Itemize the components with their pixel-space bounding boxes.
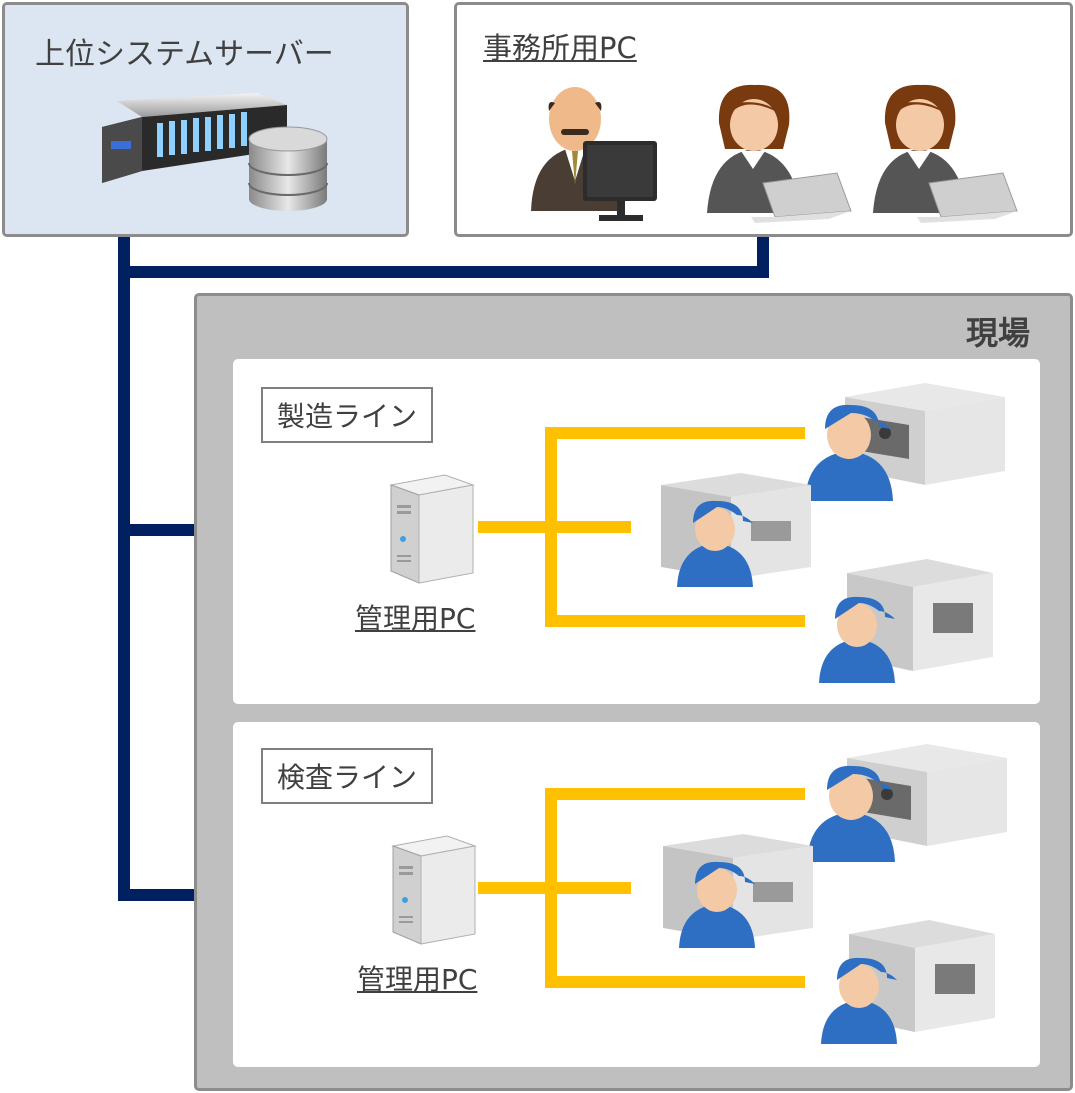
management-pc-icon [391, 835, 477, 945]
worker-booth-machine-icon [807, 744, 1007, 862]
female-staff-laptop-icon [873, 84, 1018, 223]
line2-pc-label: 管理用PC [357, 963, 478, 996]
database-icon [248, 126, 328, 211]
line2-wires [478, 788, 805, 988]
office-connection-line [124, 237, 769, 278]
site-box: 現場 製造ライン 管理用PC [194, 293, 1073, 1091]
management-pc-icon [389, 474, 475, 584]
site-title: 現場 [965, 314, 1030, 352]
upper-system-title: 上位システムサーバー [35, 37, 334, 72]
line1-wires [478, 427, 805, 627]
worker-press-machine-icon [661, 473, 811, 587]
server-rack-icon [102, 93, 287, 183]
line2-label: 検査ライン [261, 748, 434, 804]
worker-cnc-machine-icon [819, 559, 993, 683]
line1-pc-label: 管理用PC [355, 602, 476, 635]
manufacturing-line-panel: 製造ライン 管理用PC [233, 359, 1040, 704]
line1-label: 製造ライン [261, 387, 434, 443]
manager-at-monitor-icon [531, 87, 657, 221]
worker-booth-machine-icon [805, 383, 1005, 501]
inspection-line-panel: 検査ライン 管理用PC [233, 722, 1040, 1067]
worker-press-machine-icon [663, 834, 813, 948]
office-box: 事務所用PC [454, 2, 1073, 237]
female-staff-laptop-icon [707, 84, 852, 223]
office-title: 事務所用PC [483, 31, 637, 65]
upper-system-box: 上位システムサーバー [2, 2, 409, 237]
worker-cnc-machine-icon [821, 920, 995, 1044]
